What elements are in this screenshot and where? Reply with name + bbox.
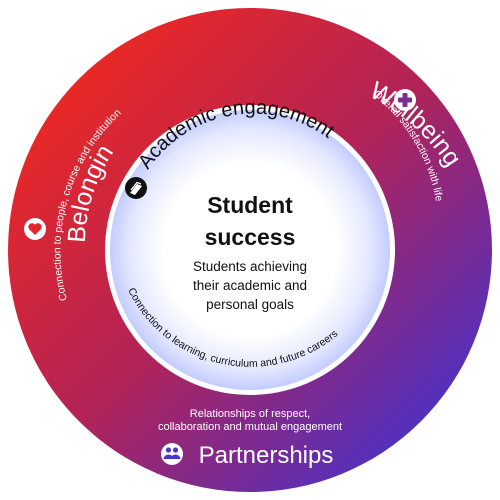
people-icon [161,443,183,465]
center-description: Students achieving their academic and pe… [160,257,340,314]
partnerships-title: Partnerships [199,442,334,469]
book-icon [125,177,147,199]
medical-cross-icon [394,89,416,111]
partnerships-subtitle-line1: Relationships of respect, [190,408,310,420]
heart-icon [24,218,46,240]
center-title-line2: success [204,224,296,250]
center-description-line3: personal goals [206,297,294,312]
center-description-line2: their academic and [192,278,308,293]
center-title-line1: Student [207,192,293,218]
partnerships-subtitle-line2: collaboration and mutual engagement [158,421,342,433]
center-disc [164,164,336,336]
center-description-line1: Students achieving [192,259,308,274]
